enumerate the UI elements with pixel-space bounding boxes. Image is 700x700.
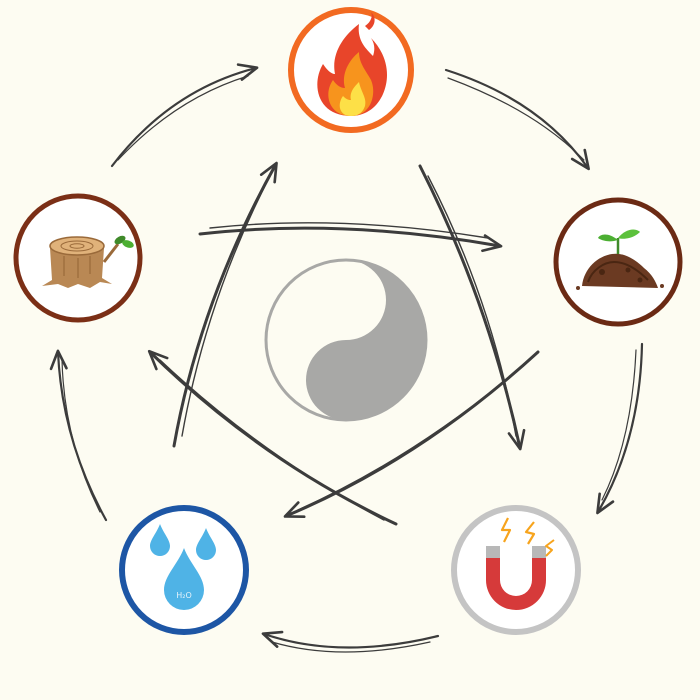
arrow-water-to-fire-stroke2 — [181, 175, 271, 437]
metal-ring — [451, 505, 581, 635]
arrow-fire-to-earth-stroke2 — [447, 77, 585, 161]
arrow-wood-to-earth — [198, 226, 503, 253]
yin-yang-icon — [264, 258, 428, 422]
flame-icon — [317, 12, 387, 116]
arrow-earth-to-water-stroke2 — [297, 359, 531, 511]
h2o-label: H₂O — [176, 591, 192, 600]
element-wood — [13, 193, 143, 323]
arrow-water-to-fire — [172, 161, 278, 448]
arrow-earth-to-metal-stroke2 — [601, 349, 637, 501]
arrow-fire-to-metal — [418, 164, 526, 451]
water-drops-icon: H₂O — [150, 524, 216, 610]
magnet-icon — [486, 517, 555, 610]
tree-stump-icon — [42, 235, 134, 288]
soil-sprout-icon — [576, 229, 664, 290]
controlling-cycle-arrows — [147, 161, 540, 526]
arrow-metal-to-wood — [147, 349, 398, 526]
generating-cycle-arrows — [49, 63, 644, 653]
arrow-fire-to-earth — [444, 68, 590, 171]
element-earth — [553, 197, 683, 327]
arrow-earth-to-metal — [596, 342, 644, 515]
element-metal — [451, 505, 581, 635]
arrow-water-to-wood — [49, 349, 108, 522]
arrow-fire-to-metal-stroke2 — [427, 175, 517, 437]
arrow-metal-to-water-stroke2 — [271, 641, 431, 653]
arrow-wood-to-fire — [110, 63, 259, 168]
element-water: H₂O — [119, 505, 249, 635]
arrow-wood-to-fire-stroke2 — [117, 75, 249, 161]
element-fire — [288, 7, 414, 133]
arrow-metal-to-water — [261, 630, 440, 649]
arrow-water-to-wood-stroke2 — [61, 359, 101, 513]
